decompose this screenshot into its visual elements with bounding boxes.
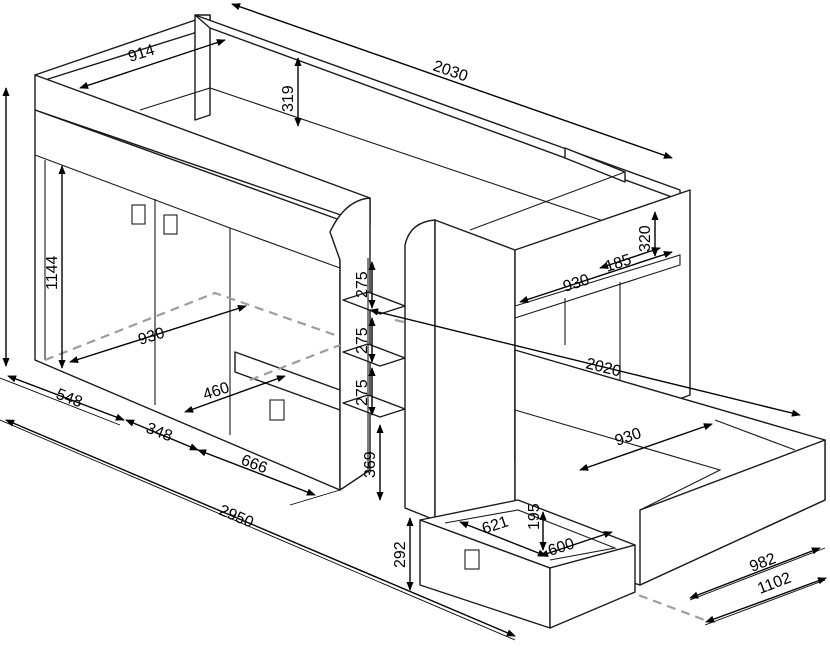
- label-369: 369: [362, 451, 379, 478]
- dim-line-914: [79, 39, 226, 89]
- label-2030: 2030: [431, 58, 470, 86]
- wardrobe-front: [34, 109, 341, 491]
- label-195: 195: [526, 503, 543, 530]
- dim-line-2030: [231, 3, 673, 159]
- tower-front: [434, 219, 516, 549]
- dim-line-930-shelf: [519, 251, 673, 303]
- label-275-2: 275: [354, 327, 371, 354]
- label-275-3: 275: [354, 379, 371, 406]
- lower-bed-inner-edge: [714, 419, 796, 451]
- upper-bed-rail-cap: [564, 147, 626, 183]
- wardrobe-drawer-handle: [269, 399, 285, 421]
- dim-line-930-wardrobe: [69, 305, 247, 363]
- lower-bed-footboard: [639, 439, 826, 586]
- hidden-drawer-rail: [624, 588, 711, 624]
- dim-line-930-bed: [579, 423, 713, 471]
- label-292: 292: [392, 541, 409, 568]
- label-2950: 2950: [216, 502, 256, 532]
- upper-bed-top-rail: [34, 14, 211, 81]
- wardrobe-compartment-top: [229, 227, 341, 269]
- dim-line-2950: [5, 419, 516, 637]
- dim-line-600: [539, 531, 613, 557]
- label-319: 319: [280, 85, 297, 112]
- label-982: 982: [747, 550, 778, 575]
- wardrobe-handle-left: [131, 204, 146, 225]
- label-348: 348: [144, 420, 175, 445]
- upper-bed-right-edge: [469, 171, 626, 231]
- hidden-shelf: [249, 343, 341, 382]
- dim-line-548: [7, 375, 125, 421]
- dim-line-1102: [705, 577, 827, 623]
- label-1144: 1144: [44, 255, 61, 290]
- dimension-lines: [2, 3, 827, 637]
- label-320: 320: [637, 225, 654, 252]
- drawer-handle: [464, 549, 480, 570]
- label-275-1: 275: [354, 271, 371, 298]
- dim-line-2020: [369, 308, 801, 417]
- ext-base-right: [289, 489, 341, 506]
- dim-line-460: [184, 375, 286, 413]
- wardrobe-handle-right: [163, 214, 178, 235]
- dim-line-621: [459, 521, 547, 557]
- tower-side-panel: [404, 219, 436, 521]
- upper-bed-back-edge: [194, 14, 211, 121]
- label-548: 548: [54, 386, 85, 411]
